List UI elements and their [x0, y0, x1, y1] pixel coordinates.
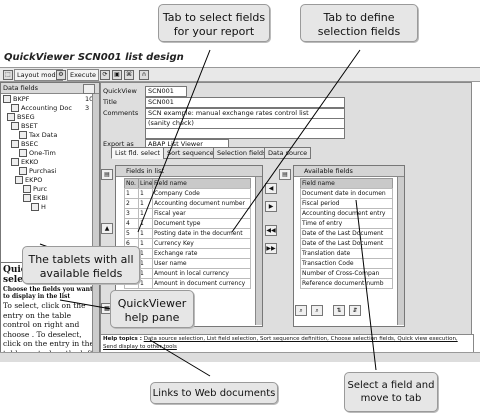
tree-item[interactable]: Accounting Doc	[11, 104, 72, 113]
callout-line-tab-select	[137, 49, 211, 233]
status-bar	[0, 352, 480, 362]
move-all-right-icon[interactable]: ▶▶	[265, 243, 277, 254]
tree-item[interactable]: BKPF	[3, 95, 29, 104]
headphones-icon[interactable]: ∩	[139, 70, 149, 80]
tree-header-button[interactable]	[83, 84, 95, 94]
callout-help-pane: QuickViewer help pane	[110, 290, 194, 328]
tree-item[interactable]: Purc	[23, 185, 47, 194]
list-options-icon[interactable]: ▤	[101, 169, 113, 180]
help-subtitle: Choose the fields you want to display in…	[3, 286, 93, 300]
tree-item[interactable]: BSET	[11, 122, 38, 131]
tree-header-label: Data fields	[3, 84, 38, 92]
tab-sort-sequence[interactable]: Sort sequence	[163, 147, 218, 159]
fields-in-list-title: Fields in list	[116, 166, 262, 177]
tree-item[interactable]: One-Tim	[19, 149, 56, 158]
help-scrollbar[interactable]	[92, 263, 99, 353]
tree-item[interactable]: BSEC	[11, 140, 38, 149]
callout-line-links	[149, 339, 211, 377]
tree-item[interactable]: Purchasi	[19, 167, 56, 176]
available-options-icon[interactable]: ▤	[279, 169, 291, 180]
tree-item[interactable]: BSEG	[7, 113, 35, 122]
quickview-field[interactable]: SCN001	[145, 86, 187, 97]
export-label: Export as	[103, 140, 134, 148]
table-cell[interactable]: Reference document numb	[300, 278, 393, 289]
move-left-icon[interactable]: ◀	[265, 183, 277, 194]
tree-item[interactable]: EKPO	[15, 176, 42, 185]
data-fields-tree: Data fields BKPF 10 Accounting Doc 3 BSE…	[0, 82, 100, 264]
back-icon[interactable]: ⬚	[3, 70, 13, 80]
callout-line-tab-define	[231, 49, 361, 233]
help-body: To select, click on the entry on the tab…	[3, 301, 94, 353]
window-title: QuickViewer SCN001 list design	[4, 52, 184, 63]
tree-header: Data fields	[1, 83, 99, 94]
comments-label: Comments	[103, 109, 139, 117]
folder-icon	[23, 185, 31, 193]
refresh-icon[interactable]: ⟳	[100, 70, 110, 80]
title-field[interactable]: SCN001	[145, 97, 345, 108]
folder-icon	[19, 131, 27, 139]
help-topics-label: Help topics :	[103, 336, 142, 342]
tab-selection-fields[interactable]: Selection fields	[213, 147, 271, 159]
move-all-left-icon[interactable]: ◀◀	[265, 225, 277, 236]
move-right-icon[interactable]: ▶	[265, 201, 277, 212]
folder-icon	[7, 113, 15, 121]
info-icon[interactable]: ⌘	[124, 70, 134, 80]
folder-icon	[11, 140, 19, 148]
folder-icon	[15, 176, 23, 184]
help-topics-links[interactable]: Data source selection, List field select…	[103, 336, 458, 350]
execute-icon[interactable]: ⚙	[56, 70, 66, 80]
title-label: Title	[103, 98, 117, 106]
tree-item[interactable]: EKBI	[23, 194, 48, 203]
toolbar: ⬚ Layout mode ⚙ Execute ⟳ ▣ ⌘ ∩	[0, 67, 480, 82]
callout-tab-select: Tab to select fields for your report	[158, 4, 270, 42]
callout-links: Links to Web documents	[150, 382, 278, 404]
callout-line-select-move	[355, 199, 377, 371]
sort-ascending-icon[interactable]: ⇅	[333, 305, 345, 316]
folder-icon	[11, 158, 19, 166]
folder-icon	[11, 122, 19, 130]
callout-tablets: The tablets with all available fields	[22, 246, 140, 284]
table-cell[interactable]: Amount in document currency	[152, 278, 251, 289]
execute-button[interactable]: Execute	[67, 69, 99, 81]
quickview-label: QuickView	[103, 87, 137, 95]
find-icon[interactable]: ⌕	[295, 305, 307, 316]
folder-icon	[19, 167, 27, 175]
basis-icon[interactable]: ▣	[112, 70, 122, 80]
callout-select-move: Select a field and move to tab	[344, 372, 438, 412]
tree-item[interactable]: EKKO	[11, 158, 38, 167]
available-fields-table: Available fields Field name Document dat…	[293, 165, 405, 327]
comments-field-3[interactable]	[145, 128, 345, 139]
tree-item[interactable]: Tax Data	[19, 131, 57, 140]
callout-tab-define: Tab to define selection fields	[300, 4, 418, 42]
folder-icon	[19, 149, 27, 157]
available-fields-title: Available fields	[294, 166, 404, 177]
folder-icon	[31, 203, 39, 211]
move-up-icon[interactable]: ▲	[101, 223, 113, 234]
tree-item-count: 10	[85, 95, 94, 103]
find-next-icon[interactable]: ⌕	[311, 305, 323, 316]
folder-icon	[23, 194, 31, 202]
tree-item[interactable]: H	[31, 203, 46, 212]
fields-in-list-scrollbar[interactable]	[255, 177, 262, 325]
available-fields-scrollbar[interactable]	[397, 177, 404, 325]
folder-icon	[11, 104, 19, 112]
tree-scrollbar[interactable]	[92, 94, 99, 262]
tree-item-count: 3	[85, 104, 90, 112]
folder-icon	[3, 95, 11, 103]
sort-descending-icon[interactable]: ⇵	[349, 305, 361, 316]
